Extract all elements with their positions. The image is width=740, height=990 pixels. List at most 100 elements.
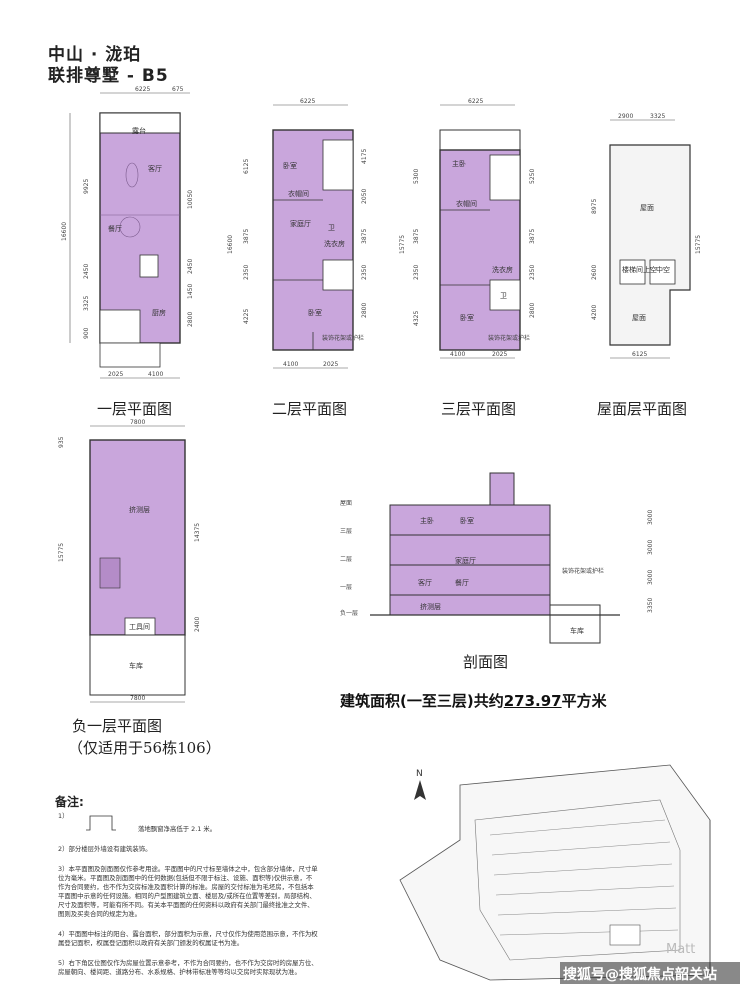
note-item: 4）平面图中标注的阳台、露台面积，部分面积为示意，尺寸仅作为使用范围示意，不作为…: [58, 930, 318, 947]
section-room: 卧室: [460, 516, 474, 525]
section-right-dim: 3000: [647, 510, 654, 525]
section-level: 二层: [340, 556, 352, 563]
floor2-right-dim: 3875: [361, 229, 368, 244]
section-room: 主卧: [420, 516, 434, 525]
floor2-bottom-dim: 4100: [283, 361, 298, 368]
roof-left-dim: 8975: [591, 199, 598, 214]
floor2-right-dim: 2800: [361, 303, 368, 318]
floor2-top-dim: 6225: [300, 98, 315, 105]
basement-left-dim: 935: [58, 436, 65, 448]
basement-plan: 7800 挤测层 工具间 车库 935 15775 14375 2400 780…: [58, 419, 201, 703]
floor1-bottom-dim: 4100: [148, 371, 163, 378]
floor3-right-dim: 5250: [529, 169, 536, 184]
section-level: 一层: [340, 584, 352, 591]
note-item: 2）部分楼层外墙设有建筑装饰。: [58, 845, 152, 853]
floor3-room: 洗衣房: [492, 265, 513, 274]
floor3-left-dim: 15775: [399, 235, 406, 254]
section-room: 车库: [570, 626, 584, 635]
section-room: 客厅: [418, 578, 432, 587]
basement-room: 车库: [129, 661, 143, 670]
building-area: 建筑面积(一至三层)共约273.97平方米: [340, 690, 607, 711]
note-item: 3）本平面图及剖面图仅作参考用途。平面图中的尺寸标至墙体之中，包含部分墙体，尺寸…: [58, 865, 318, 918]
basement-left-dim: 15775: [58, 543, 65, 562]
floor1-inner-dim: 9925: [83, 179, 90, 194]
floor2-right-dim: 2350: [361, 265, 368, 280]
roof-room: 屋面: [632, 314, 646, 322]
floor1-caption: 一层平面图: [97, 400, 173, 418]
roof-top-dim: 3325: [650, 113, 665, 120]
floor3-left-dim: 3875: [413, 229, 420, 244]
floor2-room: 卧室: [283, 161, 297, 170]
floor3-plan: 6225 主卧 衣帽间 卧室 洗衣房 卫 15775 5300 3875 235…: [399, 98, 536, 359]
floor3-left-dim: 4325: [413, 311, 420, 326]
floor2-room: 卫: [328, 224, 335, 232]
roof-room: 中空: [656, 265, 670, 274]
section-right-dim: 3000: [647, 540, 654, 555]
basement-room: 挤测层: [129, 505, 150, 514]
floor3-left-dim: 5300: [413, 169, 420, 184]
floor1-right-dim: 1450: [187, 284, 194, 299]
roof-plan: 2900 3325 屋面 楼梯间上空 中空 屋面 8975 2600 4200 …: [591, 113, 702, 359]
basement-caption: 负一层平面图: [72, 717, 163, 735]
floor2-left-dim: 4225: [243, 309, 250, 324]
floor2-room: 家庭厅: [290, 219, 311, 228]
floor3-bottom-dim: 2025: [492, 351, 507, 358]
floor3-room: 衣帽间: [456, 199, 477, 208]
section-caption: 剖面图: [463, 653, 509, 671]
section-room: 家庭厅: [455, 556, 476, 565]
section-note: 装饰花架或护栏: [562, 567, 604, 575]
roof-room: 屋面: [640, 204, 654, 212]
floor2-left-dim: 2350: [243, 265, 250, 280]
roof-top-dim: 2900: [618, 113, 633, 120]
floor2-note: 装饰花架或护栏: [322, 334, 364, 342]
basement-right-dim: 2400: [194, 617, 201, 632]
floor1-room: 厨房: [152, 308, 166, 317]
floor1-left-dim: 16600: [61, 222, 68, 241]
roof-bottom-dim: 6125: [632, 351, 647, 358]
floor3-right-dim: 2350: [529, 265, 536, 280]
basement-caption-note: （仅适用于56栋106）: [68, 739, 221, 757]
basement-right-dim: 14375: [194, 523, 201, 542]
floor1-top-dim: 6225: [135, 86, 150, 93]
north-label: N: [416, 769, 423, 779]
basement-top-dim: 7800: [130, 419, 145, 426]
section-level: 屋面: [340, 500, 352, 507]
area-suffix: 平方米: [561, 692, 607, 710]
basement-bottom-dim: 7800: [130, 695, 145, 702]
basement-room: 工具间: [129, 623, 150, 631]
floor2-plan: 6225 卧室 衣帽间 家庭厅 卫 洗衣房 卧室 16600 6125 3875…: [227, 98, 368, 369]
floor1-plan: 6225 675 露台 客厅 餐厅 厨房 16600 9925 2450 332…: [61, 86, 194, 379]
floor1-right-dim: 2450: [187, 259, 194, 274]
site-map: N: [399, 764, 711, 981]
floor2-room: 衣帽间: [288, 189, 309, 198]
roof-left-dim: 4200: [591, 305, 598, 320]
floor1-room: 客厅: [148, 164, 162, 173]
floor3-top-dim: 6225: [468, 98, 483, 105]
floor3-right-dim: 2800: [529, 303, 536, 318]
roof-caption: 屋面层平面图: [597, 400, 688, 418]
floor3-room: 卧室: [460, 313, 474, 322]
floor3-left-dim: 2350: [413, 265, 420, 280]
area-prefix: 建筑面积(一至三层)共约: [340, 692, 504, 710]
floor2-bottom-dim: 2025: [323, 361, 338, 368]
roof-room: 楼梯间上空: [622, 265, 657, 274]
notes-list: 1） 落地飘窗净高低于 2.1 米。 2）部分楼层外墙设有建筑装饰。 3）本平面…: [58, 812, 358, 982]
note-item: 落地飘窗净高低于 2.1 米。: [138, 825, 217, 833]
project-title: 中山 · 泷珀: [48, 45, 142, 65]
floor3-caption: 三层平面图: [441, 400, 517, 418]
section-level: 负一层: [340, 609, 358, 617]
floor1-inner-dim: 900: [83, 327, 90, 339]
roof-left-dim: 2600: [591, 265, 598, 280]
floor2-right-dim: 4175: [361, 149, 368, 164]
floor1-right-dim: 10050: [187, 190, 194, 209]
floor2-room: 卧室: [308, 308, 322, 317]
floor3-room: 卫: [500, 292, 507, 300]
notes-heading: 备注:: [55, 795, 84, 809]
floor2-left-dim: 16600: [227, 235, 234, 254]
floor2-right-dim: 2050: [361, 189, 368, 204]
watermark-text: 搜狐号@搜狐焦点韶关站: [563, 967, 717, 983]
floor1-inner-dim: 2450: [83, 264, 90, 279]
floor3-right-dim: 3875: [529, 229, 536, 244]
floor2-room: 洗衣房: [324, 239, 345, 248]
section-room: 挤测层: [420, 602, 441, 611]
